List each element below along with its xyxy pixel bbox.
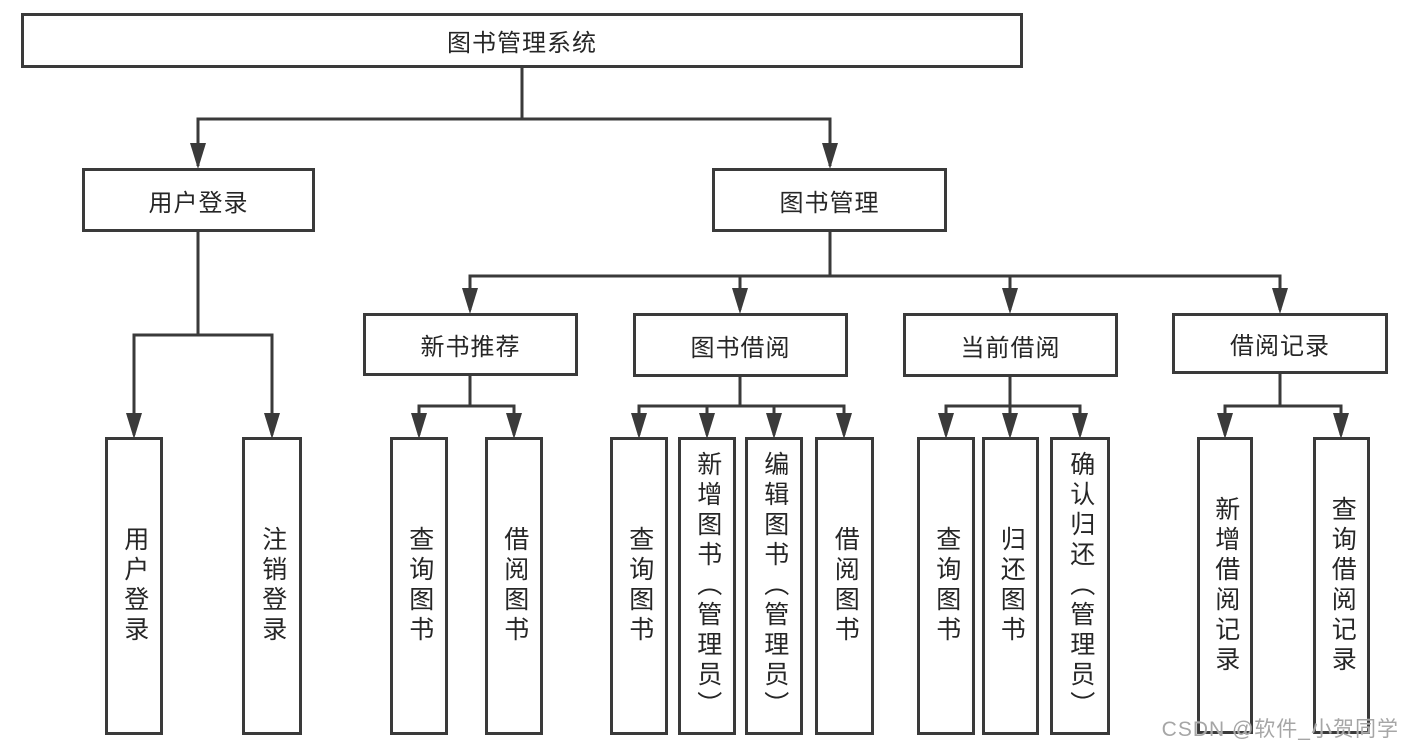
leaf-add-books-admin: 新增图书（管理员） [678, 437, 736, 735]
leaf-query-books-borrow: 查询图书 [610, 437, 668, 735]
leaf-return-books: 归还图书 [982, 437, 1039, 735]
leaf-label: 查询图书 [625, 526, 654, 646]
leaf-query-books-recommend: 查询图书 [390, 437, 448, 735]
node-book-borrow: 图书借阅 [633, 313, 848, 377]
leaf-logout: 注销登录 [242, 437, 302, 735]
leaf-add-borrow-record: 新增借阅记录 [1197, 437, 1253, 734]
node-book-management-system: 图书管理系统 [21, 13, 1023, 68]
leaf-label: 查询图书 [405, 526, 434, 646]
leaf-edit-books-admin: 编辑图书（管理员） [745, 437, 803, 735]
node-label: 图书管理 [779, 189, 880, 217]
leaf-borrow-books-recommend: 借阅图书 [485, 437, 543, 735]
node-label: 图书管理系统 [447, 30, 597, 57]
leaf-label: 归还图书 [997, 526, 1026, 646]
node-user-login: 用户登录 [82, 168, 315, 232]
node-label: 新书推荐 [420, 334, 521, 361]
node-label: 借阅记录 [1230, 333, 1330, 360]
leaf-label: 查询借阅记录 [1328, 495, 1357, 676]
leaf-label: 注销登录 [258, 526, 287, 646]
leaf-label: 编辑图书（管理员） [760, 451, 789, 721]
node-new-book-recommend: 新书推荐 [363, 313, 578, 376]
leaf-label: 新增图书（管理员） [693, 451, 722, 721]
leaf-label: 查询图书 [932, 526, 961, 646]
node-current-borrow: 当前借阅 [903, 313, 1118, 377]
leaf-label: 借阅图书 [831, 526, 860, 646]
leaf-label: 确认归还（管理员） [1066, 451, 1095, 721]
leaf-user-login: 用户登录 [105, 437, 163, 735]
node-label: 当前借阅 [960, 334, 1061, 362]
node-label: 图书借阅 [690, 334, 791, 362]
node-borrow-records: 借阅记录 [1172, 313, 1388, 374]
leaf-query-books-current: 查询图书 [917, 437, 975, 735]
leaf-query-borrow-record: 查询借阅记录 [1313, 437, 1370, 734]
csdn-watermark: CSDN @软件_小贺同学 [1161, 718, 1399, 741]
leaf-label: 用户登录 [120, 526, 149, 646]
node-label: 用户登录 [148, 189, 249, 217]
leaf-borrow-books: 借阅图书 [815, 437, 874, 735]
leaf-label: 新增借阅记录 [1211, 495, 1240, 676]
node-book-management: 图书管理 [712, 168, 947, 232]
leaf-confirm-return-admin: 确认归还（管理员） [1050, 437, 1110, 735]
leaf-label: 借阅图书 [500, 526, 529, 646]
